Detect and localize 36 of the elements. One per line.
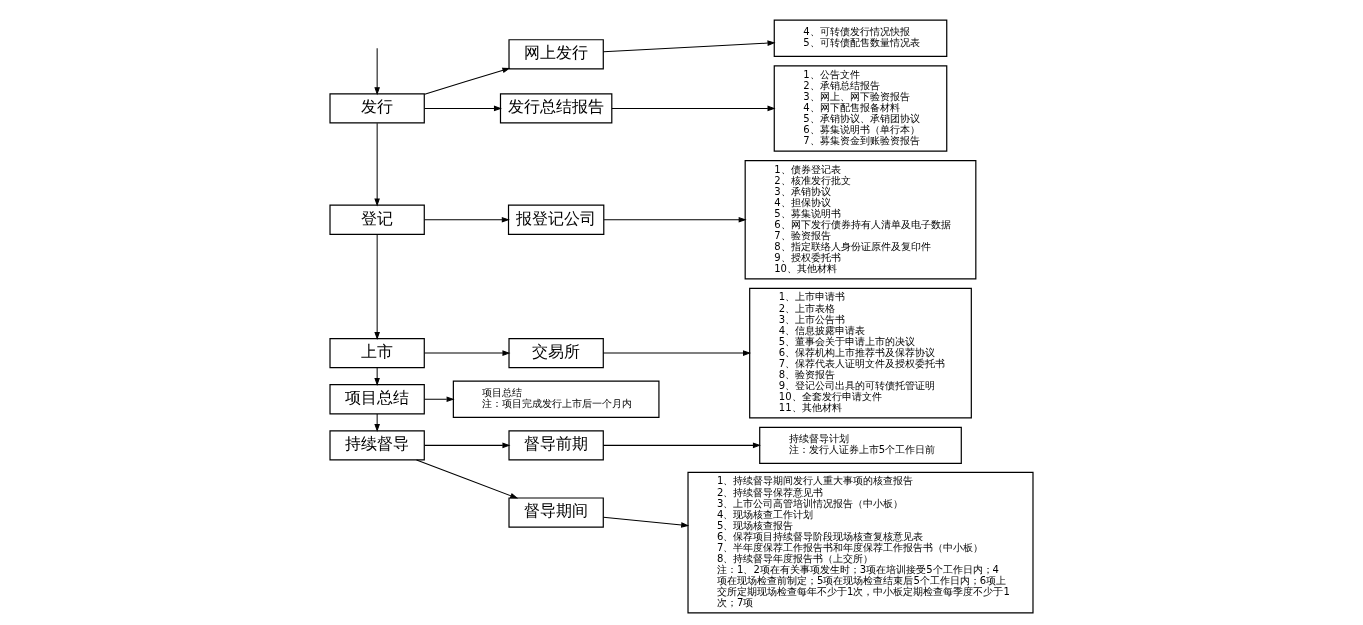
node-box: 4、可转债发行情况快报 5、可转债配售数量情况表 [773, 19, 948, 57]
arrow [424, 396, 454, 402]
arrow [611, 105, 775, 112]
node-box: 持续督导 [329, 430, 425, 461]
arrow [424, 67, 510, 95]
node-box: 交易所 [508, 337, 604, 369]
node-box: 项目总结 [329, 384, 425, 415]
arrow [416, 459, 518, 499]
arrow [602, 442, 760, 448]
node-box: 督导期间 [508, 497, 604, 528]
node-box: 督导前期 [508, 430, 604, 461]
arrow [374, 234, 380, 339]
node-box: 登记 [329, 204, 425, 235]
node-box: 网上发行 [508, 39, 604, 70]
arrow [603, 217, 746, 223]
arrow [424, 105, 501, 112]
node-box: 1、债券登记表 2、核准发行批文 3、承销协议 4、担保协议 5、募集说明书 6、网下发行债券持有人清单及电子数据 7、验资报告 8、指定联络人身份证原件及复印件 9、授权委托书 10、其他材料 [744, 159, 977, 280]
node-box: 发行 [329, 93, 425, 124]
node-box: 1、公告文件 2、承销总结报告 3、网上、网下验资报告 4、网下配售报备材料 5、承销协议、承销团协议 6、募集说明书（单行本） 7、募集资金到账验资报告 [773, 65, 948, 152]
arrow [602, 350, 751, 356]
node-box: 报登记公司 [507, 204, 605, 235]
arrow [602, 40, 775, 53]
node-box: 1、持续督导期间发行人重大事项的核查报告 2、持续督导保荐意见书 3、上市公司高管培训情况报告（中小板） 4、现场核查工作计划 5、现场核查报告 6、保荐项目持续督导阶段现场核查复核意见表 7、半年度保荐工作报告书和年度保荐工作报告书（中小板） 8、持续督导年度报告书（上交所） 注：1、2项在有关事项发生时；3项在培训接受5个工作日内；4项在现场检查前制定；5项在现场检查结束后5个工作日内；6项上交所定期现场检查每年不少于1次，中小板定期检查每季度不少于1次；7项 [687, 471, 1034, 614]
arrow [424, 442, 510, 448]
arrow [374, 122, 380, 206]
node-box: 1、上市申请书 2、上市表格 3、上市公告书 4、信息披露申请表 5、董事会关于申请上市的决议 6、保荐机构上市推荐书及保荐协议 7、保荐代表人证明文件及授权委托书 8、验资报告 9、登记公司出具的可转债托管证明 10、全套发行申请文件 11、其他材料 [749, 287, 972, 419]
node-box: 上市 [329, 337, 425, 369]
node-box: 持续督导计划 注：发行人证券上市5个工作日前 [759, 426, 962, 465]
node-box: 项目总结 注：项目完成发行上市后一个月内 [452, 380, 660, 418]
arrow [374, 367, 380, 385]
arrow [424, 350, 510, 356]
arrow [424, 217, 509, 223]
arrow [374, 47, 380, 95]
arrow [602, 516, 689, 528]
node-box: 发行总结报告 [499, 93, 613, 124]
arrow [374, 413, 380, 432]
